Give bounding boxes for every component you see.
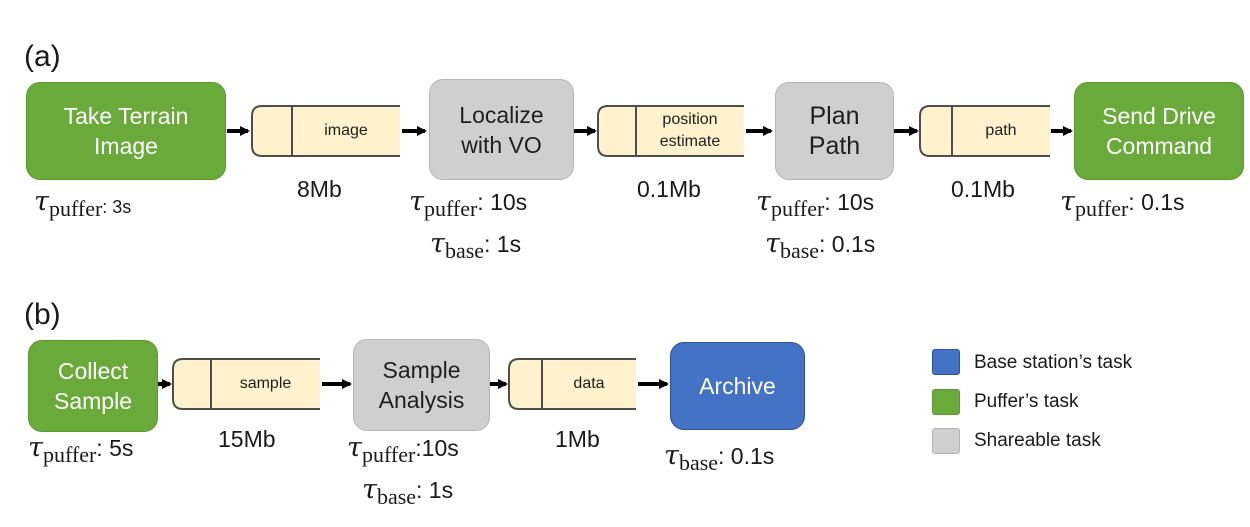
buffer-path — [919, 105, 1050, 157]
buffer-sample-label: sample — [239, 375, 292, 392]
latency-collect-puffer: τpuffer: 5s — [28, 432, 134, 467]
latency-send-puffer: τpuffer: 0.1s — [1060, 186, 1185, 221]
part-b-label: (b) — [24, 298, 61, 331]
task-send-drive-command: Send Drive Command — [1074, 82, 1244, 180]
legend-shareable-label: Shareable task — [974, 430, 1101, 451]
latency-take-image-puffer: τpuffer: 3s — [34, 186, 132, 221]
buffer-position-label: position estimate — [659, 111, 721, 150]
buffer-path-label: path — [985, 122, 1017, 139]
legend-swatch-base — [932, 349, 960, 375]
part-a-label: (a) — [24, 40, 61, 73]
latency-plan-base: τbase: 0.1s — [765, 228, 876, 263]
legend-swatch-puffer — [932, 389, 960, 415]
task-sample-analysis: Sample Analysis — [353, 339, 490, 431]
task-plan-path: Plan Path — [775, 82, 894, 180]
size-data: 1Mb — [555, 426, 600, 452]
latency-analysis-puffer: τpuffer:10s — [347, 432, 459, 467]
buffer-image-label: image — [324, 122, 368, 139]
buffer-image — [251, 105, 400, 157]
buffer-data — [508, 358, 636, 410]
task-take-terrain-image: Take Terrain Image — [26, 82, 226, 180]
buffer-position-estimate — [597, 105, 744, 157]
size-image: 8Mb — [297, 176, 342, 202]
latency-localize-base: τbase: 1s — [430, 228, 522, 263]
legend-puffer-label: Puffer’s task — [974, 391, 1079, 412]
latency-analysis-base: τbase: 1s — [362, 474, 454, 509]
legend-base-label: Base station’s task — [974, 352, 1133, 373]
legend-swatch-shareable — [932, 428, 960, 454]
buffer-sample — [172, 358, 320, 410]
buffer-data-label: data — [573, 375, 605, 392]
size-path: 0.1Mb — [951, 176, 1015, 202]
latency-plan-puffer: τpuffer: 10s — [756, 186, 875, 221]
size-position: 0.1Mb — [637, 176, 701, 202]
task-collect-sample: Collect Sample — [28, 340, 158, 432]
size-sample: 15Mb — [218, 426, 276, 452]
latency-archive-base: τbase: 0.1s — [664, 440, 775, 475]
task-localize-with-vo: Localize with VO — [429, 79, 574, 180]
latency-localize-puffer: τpuffer: 10s — [409, 186, 528, 221]
task-archive: Archive — [670, 342, 805, 430]
